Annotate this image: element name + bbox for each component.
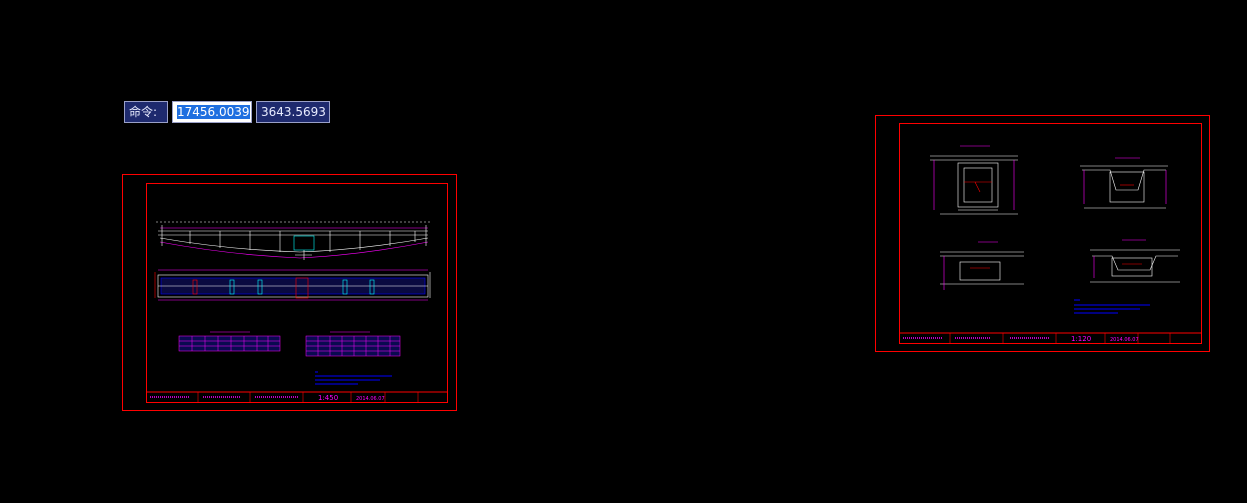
right-drawing-sheet[interactable]: 1:120 2014.06.07: [875, 115, 1210, 352]
quantity-table-left: [178, 331, 281, 352]
cross-section-3: [940, 241, 1024, 290]
left-drawing-sheet[interactable]: 1:450 2014.06.07: [122, 174, 457, 411]
drawing-notes: [315, 371, 392, 385]
cross-section-4: [1090, 239, 1180, 283]
command-prompt-label: 命令:: [124, 101, 168, 123]
quantity-table-right: [305, 331, 401, 357]
x-coordinate-input[interactable]: 17456.0039: [172, 101, 252, 123]
bridge-elevation-view: [156, 221, 430, 260]
right-title-block: 1:120 2014.06.07: [899, 332, 1201, 343]
command-line: 命令: 17456.0039 3643.5693: [124, 101, 330, 123]
x-coordinate-value: 17456.0039: [177, 105, 250, 119]
y-coordinate-input[interactable]: 3643.5693: [256, 101, 330, 123]
left-sheet-outer-border: [122, 174, 457, 411]
cross-section-1: [930, 145, 1018, 215]
left-sheet-inner-frame: [146, 183, 448, 403]
right-sheet-outer-border: [875, 115, 1210, 352]
left-date-text: 2014.06.07: [356, 396, 385, 402]
right-scale-text: 1:120: [1071, 335, 1091, 343]
bridge-plan-view: [154, 269, 431, 301]
cross-section-2: [1080, 157, 1168, 209]
left-scale-text: 1:450: [318, 394, 338, 402]
right-drawing-notes: [1074, 299, 1150, 314]
right-sheet-inner-frame: [899, 123, 1202, 344]
right-date-text: 2014.06.07: [1110, 337, 1139, 343]
left-title-block: 1:450 2014.06.07: [146, 391, 448, 402]
